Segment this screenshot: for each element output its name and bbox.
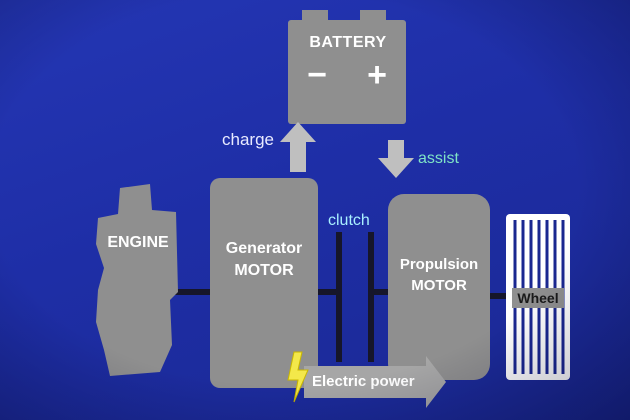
electric-power-label: Electric power xyxy=(312,373,415,390)
battery-minus-terminal: − xyxy=(307,56,327,94)
charge-label: charge xyxy=(222,130,274,149)
generator-motor-block xyxy=(210,178,318,388)
wheel-label: Wheel xyxy=(512,288,564,309)
engine-label: ENGINE xyxy=(107,234,169,251)
electric-power-arrow xyxy=(304,356,446,408)
battery-label: BATTERY xyxy=(309,34,387,51)
clutch-label: clutch xyxy=(328,212,370,229)
generator-label-line1: Generator xyxy=(225,240,303,257)
assist-arrow xyxy=(378,140,414,178)
assist-label: assist xyxy=(418,150,459,167)
propulsion-label-line1: Propulsion xyxy=(399,256,479,273)
generator-label-line2: MOTOR xyxy=(234,262,294,279)
battery-plus-terminal: + xyxy=(367,56,387,94)
lightning-icon xyxy=(287,351,309,403)
clutch-plate-right xyxy=(368,232,374,362)
battery-block xyxy=(288,10,406,124)
propulsion-motor-block xyxy=(388,194,490,380)
charge-arrow xyxy=(280,122,316,172)
clutch-plate-left xyxy=(336,232,342,362)
engine-block xyxy=(96,184,178,376)
propulsion-label-line2: MOTOR xyxy=(411,277,467,294)
